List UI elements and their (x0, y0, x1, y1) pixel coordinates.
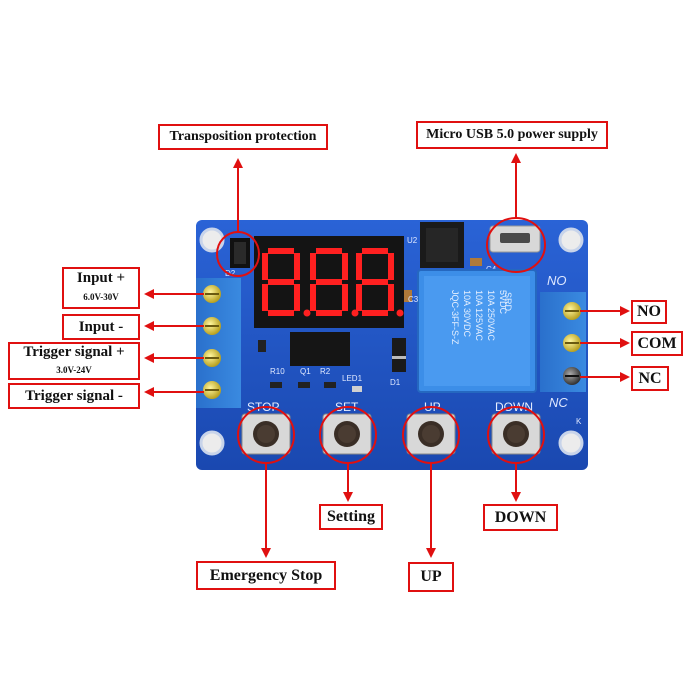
label-up: UP (408, 562, 454, 592)
relay-line: 10A 30VDC (462, 290, 472, 338)
button-set[interactable] (322, 413, 372, 455)
label-range: 6.0V-30V (83, 292, 119, 302)
mount-hole (199, 227, 225, 253)
button-up[interactable] (406, 413, 456, 455)
silk-nc: NC (549, 395, 568, 410)
mount-hole (199, 430, 225, 456)
optocoupler (290, 332, 350, 366)
button-down[interactable] (491, 413, 541, 455)
diode-d1 (392, 338, 406, 372)
silk-k: K (576, 417, 582, 426)
label-micro-usb: Micro USB 5.0 power supply (416, 121, 608, 149)
label-text: Trigger signal + (23, 343, 125, 360)
silk-c3: C3 (408, 295, 419, 304)
relay-line: JQC-3FF-S-Z (450, 290, 460, 345)
silk-d1: D1 (390, 378, 401, 387)
callout-arrows (144, 153, 630, 558)
output-screws (563, 302, 581, 385)
label-transposition-protection: Transposition protection (158, 124, 328, 150)
label-trigger-minus: Trigger signal - (8, 383, 140, 409)
label-text: COM (637, 334, 677, 352)
label-down: DOWN (483, 504, 558, 531)
relay-text: 5VDC 10A 250VAC 10A 125VAC 10A 30VDC JQC… (450, 290, 508, 345)
label-text: Input - (78, 318, 124, 335)
silk-r10: R10 (270, 367, 285, 376)
relay-line: 10A 250VAC (486, 290, 496, 341)
mount-hole (558, 430, 584, 456)
label-text: NO (637, 303, 661, 320)
relay-line: 10A 125VAC (474, 290, 484, 341)
silk-u2: U2 (407, 236, 418, 245)
silk-r2: R2 (320, 367, 331, 376)
label-text: Micro USB 5.0 power supply (426, 127, 598, 142)
label-input-plus: Input + 6.0V-30V (62, 267, 140, 309)
label-text: DOWN (494, 508, 547, 526)
silk-led1: LED1 (342, 374, 363, 383)
input-screws (203, 285, 221, 399)
capacitor (470, 258, 482, 266)
label-text: Transposition protection (169, 129, 317, 144)
mount-hole (558, 227, 584, 253)
label-text: Emergency Stop (209, 566, 323, 584)
relay-brand: SRD (503, 292, 513, 312)
relay-line: 5VDC (498, 290, 508, 315)
label-text: NC (638, 369, 662, 387)
label-nc: NC (631, 366, 669, 391)
label-range: 3.0V-24V (56, 364, 92, 375)
label-setting: Setting (319, 504, 383, 530)
label-trigger-plus: Trigger signal + 3.0V-24V (8, 342, 140, 380)
label-input-minus: Input - (62, 314, 140, 340)
silk-q1: Q1 (300, 367, 311, 376)
display-digits (262, 248, 404, 317)
label-emergency-stop: Emergency Stop (196, 561, 336, 590)
label-text: Trigger signal - (25, 387, 123, 404)
label-com: COM (631, 331, 683, 356)
silk-no: NO (547, 273, 567, 288)
label-text: UP (420, 568, 442, 585)
button-stop[interactable] (241, 413, 291, 455)
capacitor (404, 290, 412, 302)
label-text: Input + (76, 270, 126, 286)
label-no: NO (631, 300, 667, 324)
label-text: Setting (327, 508, 375, 525)
